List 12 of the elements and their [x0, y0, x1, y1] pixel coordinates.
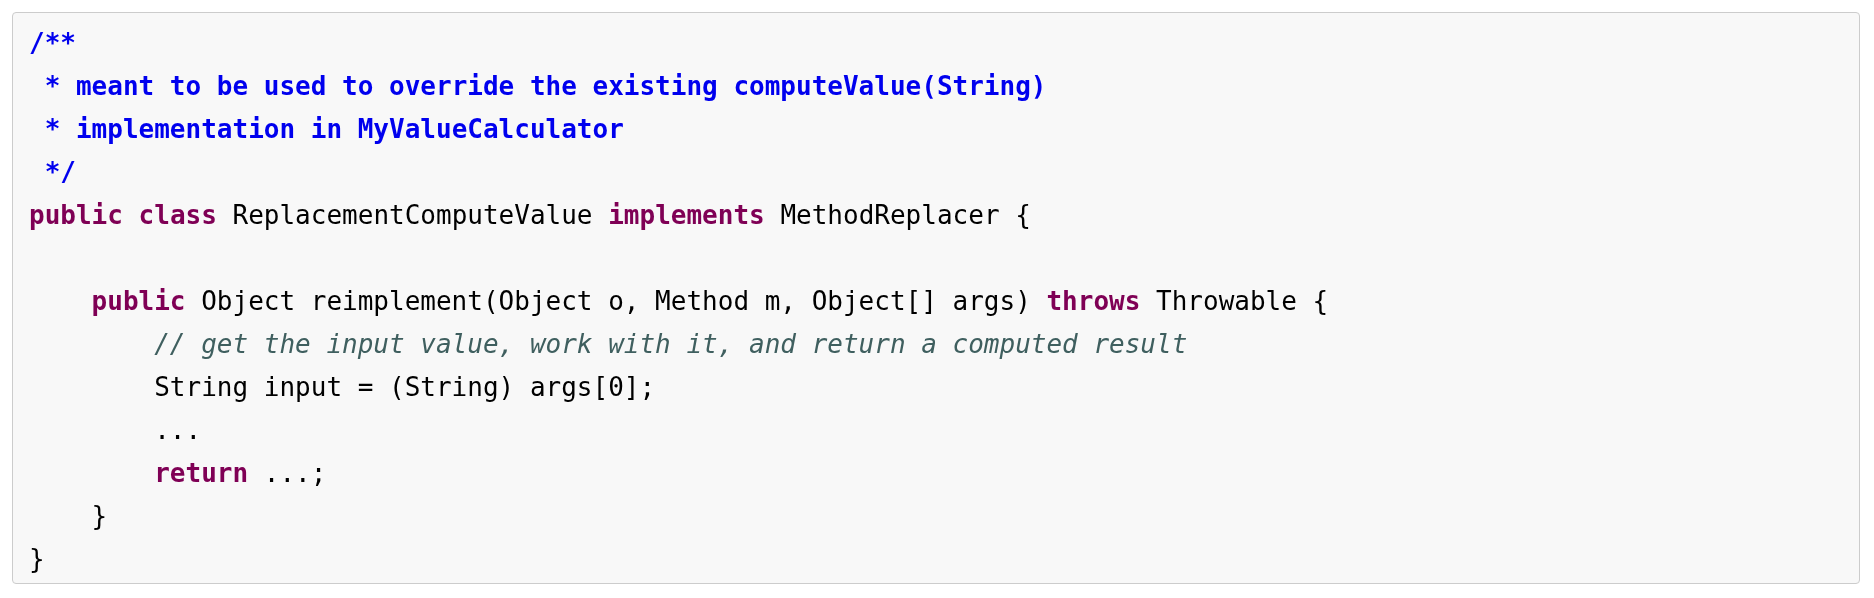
doc-comment-line: * implementation in MyValueCalculator [44, 113, 624, 146]
code-line: } [29, 543, 45, 576]
code-line: ... [154, 414, 202, 447]
code-line: public class ReplacementComputeValue implements MethodReplacer { [29, 199, 1031, 232]
code-line: return ...; [154, 457, 327, 490]
code-comment-line: // get the input value, work with it, and return a computed result [154, 328, 1188, 361]
doc-comment-line: * meant to be used to override the existing computeValue(String) [44, 70, 1047, 103]
doc-comment-line: */ [44, 156, 76, 189]
doc-comment-line: /** [29, 27, 76, 60]
code-line: public Object reimplement(Object o, Method m, Object[] args) throws Throwable { [91, 285, 1329, 318]
code-line: } [91, 500, 108, 533]
code-line: String input = (String) args[0]; [154, 371, 656, 404]
